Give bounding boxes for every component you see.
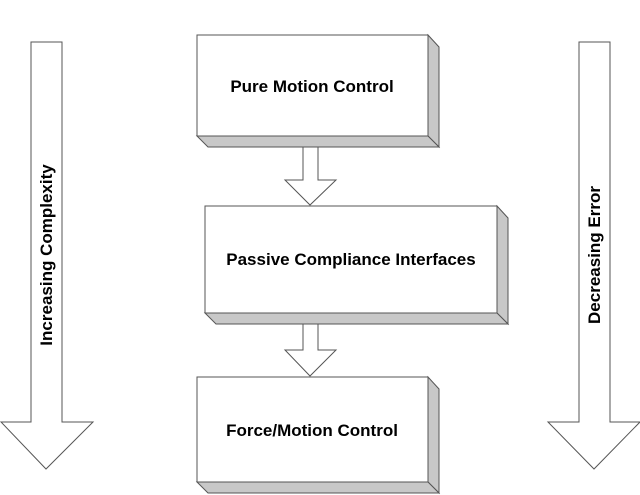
box-force-motion-control: Force/Motion Control: [195, 375, 441, 495]
increasing-complexity-arrow: [0, 41, 95, 470]
box-pure-motion-control: Pure Motion Control: [195, 33, 441, 149]
box-label: Pure Motion Control: [230, 77, 393, 96]
right-arrow-label: Decreasing Error: [585, 186, 604, 324]
down-arrow: [283, 146, 338, 206]
box-label: Force/Motion Control: [226, 421, 398, 440]
left-arrow-label: Increasing Complexity: [37, 164, 56, 346]
decreasing-error-arrow: [546, 41, 640, 470]
box-label: Passive Compliance Interfaces: [226, 250, 475, 269]
down-arrow: [283, 323, 338, 377]
box-passive-compliance-interfaces: Passive Compliance Interfaces: [203, 204, 510, 326]
